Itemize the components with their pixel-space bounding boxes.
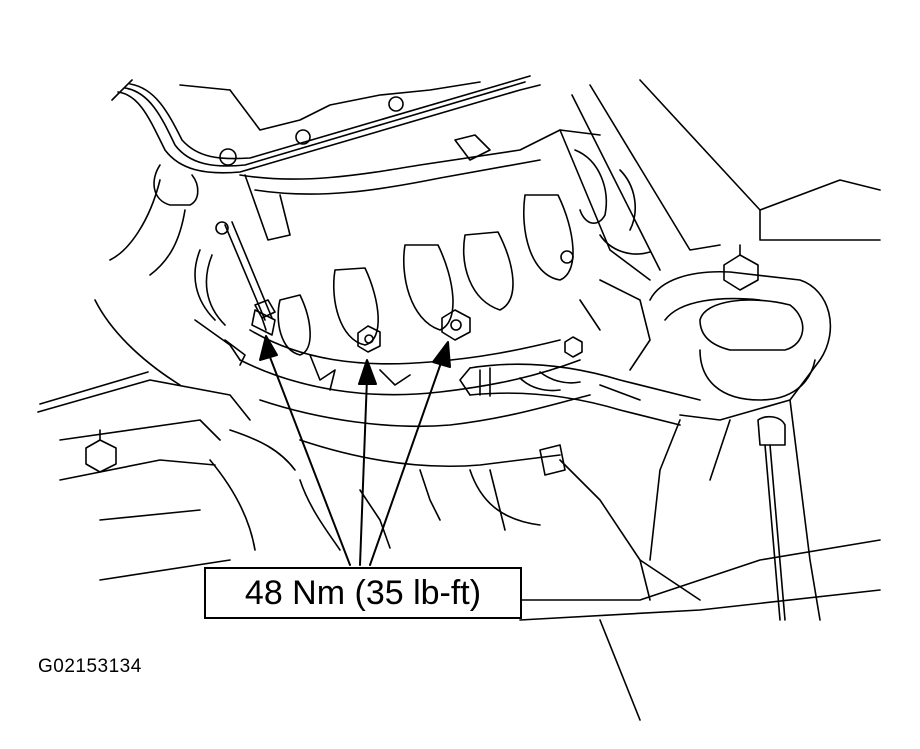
left-linkage — [109, 164, 276, 366]
manifold-bolts — [254, 299, 583, 358]
leader-line-center — [359, 377, 368, 566]
engine-block — [239, 79, 881, 281]
bolt-center — [357, 325, 381, 353]
left-frame — [37, 299, 296, 581]
bolt-left — [254, 299, 276, 331]
bolt-right — [441, 309, 471, 341]
bolt-small — [564, 336, 583, 358]
leader-line-left — [267, 351, 351, 566]
torque-callout: 48 Nm (35 lb-ft) — [204, 567, 522, 619]
right-mount — [579, 244, 832, 621]
torque-label: 48 Nm (35 lb-ft) — [244, 573, 482, 612]
figure-id: G02153134 — [38, 656, 142, 677]
leader-line-right — [369, 359, 443, 566]
manifold-base — [239, 329, 591, 428]
housing-flange — [111, 75, 541, 174]
wiring-harness — [459, 363, 701, 426]
manifold-runners — [277, 194, 651, 356]
left-bolt-head — [85, 439, 117, 473]
leader-arrows — [259, 335, 451, 566]
lower-structure — [299, 439, 881, 721]
arrowhead-left — [259, 335, 278, 361]
arrowhead-right — [432, 341, 451, 368]
arrowhead-center — [358, 359, 377, 385]
